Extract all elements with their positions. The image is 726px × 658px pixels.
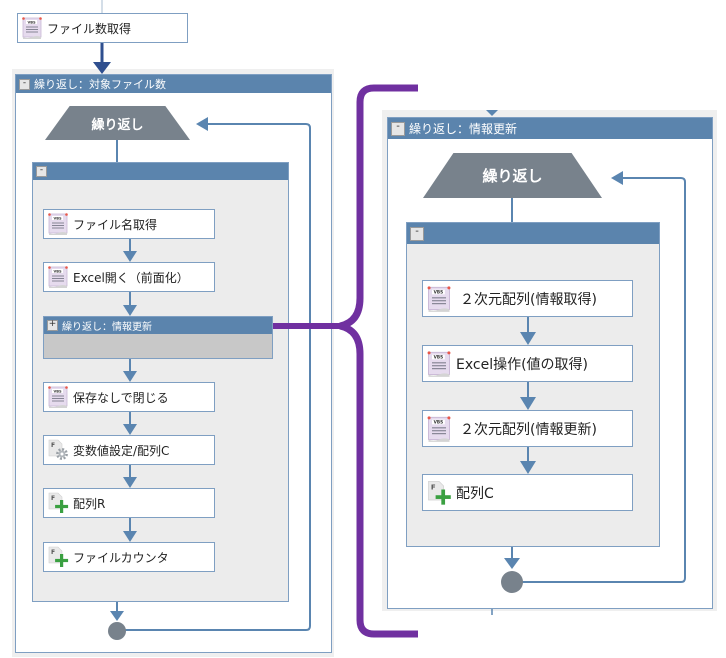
step-label: ファイルカウンタ	[73, 550, 169, 565]
step-label: 保存なしで閉じる	[73, 390, 169, 405]
detail-loop-title: 繰り返し：情報更新	[409, 122, 518, 136]
step-excel-get-value[interactable]: Excel操作(値の取得)	[422, 345, 633, 382]
loop-start-shape[interactable]: 繰り返し	[45, 106, 190, 140]
sequence-header[interactable]: -	[33, 163, 288, 180]
step-label: 変数値設定/配列C	[73, 443, 170, 458]
step-open-excel[interactable]: Excel開く（前面化）	[43, 262, 215, 292]
vbs-script-icon	[47, 385, 69, 409]
step-2d-array-get[interactable]: ２次元配列(情報取得)	[422, 280, 633, 317]
vbs-script-icon	[426, 350, 452, 378]
collapse-button[interactable]: -	[36, 166, 47, 177]
step-array-c[interactable]: 配列C	[422, 474, 633, 511]
nested-loop-header[interactable]: + 繰り返し：情報更新	[44, 317, 272, 334]
step-close-without-save[interactable]: 保存なしで閉じる	[43, 382, 215, 412]
step-label: ２次元配列(情報取得)	[460, 291, 597, 308]
function-add-icon	[47, 491, 69, 515]
step-label: ファイル数取得	[47, 21, 132, 36]
step-get-file-name[interactable]: ファイル名取得	[43, 209, 215, 239]
step-label: 配列R	[73, 496, 106, 511]
collapse-button[interactable]: -	[19, 78, 30, 90]
outer-loop-header[interactable]: - 繰り返し：対象ファイル数	[16, 75, 331, 93]
step-get-file-count[interactable]: ファイル数取得	[17, 13, 188, 43]
vbs-script-icon	[426, 415, 452, 443]
function-add-icon	[47, 545, 69, 569]
loop-start-label: 繰り返し	[91, 117, 144, 133]
collapse-button[interactable]: -	[391, 121, 405, 136]
nested-loop-title: 繰り返し：情報更新	[62, 322, 152, 333]
vbs-script-icon	[47, 265, 69, 289]
outer-loop-title: 繰り返し：対象ファイル数	[34, 78, 166, 91]
loop-start-label: 繰り返し	[482, 167, 543, 185]
step-file-counter[interactable]: ファイルカウンタ	[43, 542, 215, 572]
expand-button[interactable]: +	[47, 319, 58, 331]
vbs-script-icon	[47, 212, 69, 236]
detail-sequence-header[interactable]: -	[407, 223, 659, 244]
detail-loop-header[interactable]: - 繰り返し：情報更新	[388, 118, 712, 139]
collapse-button[interactable]: -	[410, 226, 424, 241]
step-set-variable[interactable]: 変数値設定/配列C	[43, 435, 215, 465]
step-array-r[interactable]: 配列R	[43, 488, 215, 518]
nested-loop-collapsed[interactable]: + 繰り返し：情報更新	[43, 316, 273, 359]
loop-start-shape[interactable]: 繰り返し	[423, 153, 602, 198]
step-label: Excel開く（前面化）	[73, 270, 189, 285]
function-gear-icon	[47, 438, 69, 462]
step-2d-array-update[interactable]: ２次元配列(情報更新)	[422, 410, 633, 447]
step-label: 配列C	[456, 485, 494, 502]
step-label: ２次元配列(情報更新)	[460, 421, 597, 438]
step-label: ファイル名取得	[73, 217, 158, 232]
vbs-script-icon	[21, 16, 43, 40]
function-add-icon	[426, 479, 452, 507]
step-label: Excel操作(値の取得)	[456, 356, 589, 373]
vbs-script-icon	[426, 285, 452, 313]
